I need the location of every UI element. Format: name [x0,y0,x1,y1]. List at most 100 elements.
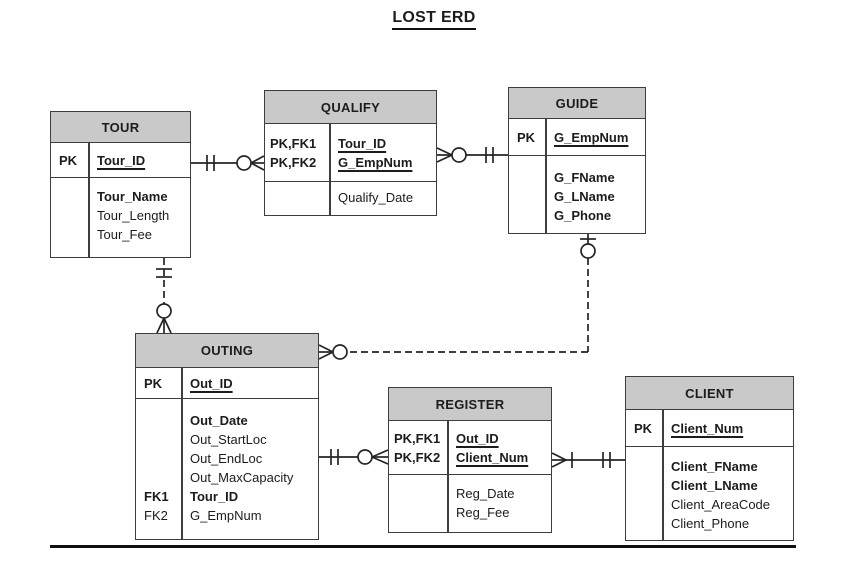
rel-register-client [551,452,625,468]
key-label [136,430,181,449]
attribute-name: Tour_ID [190,489,239,504]
table-row: Qualify_Date [265,188,436,207]
attribute-name: Out_EndLoc [190,451,263,466]
attribute-name: Qualify_Date [338,190,414,205]
attribute-name: Out_Date [190,413,248,428]
entity-tour: TOUR PK Tour_ID Tour_Name Tour_Length To… [50,111,191,258]
key-label: PK,FK1 [270,135,317,151]
entity-guide-title: GUIDE [509,88,645,119]
table-row: PK Tour_ID [51,151,190,170]
entity-outing-attr-section: Out_Date Out_StartLoc Out_EndLoc Out_Max… [136,399,318,539]
table-row: PK Client_Num [626,419,793,438]
table-row: Out_EndLoc [136,449,318,468]
key-label [51,187,88,206]
table-row: PK,FK2 G_EmpNum [265,153,436,172]
entity-guide-attr-section: G_FName G_LName G_Phone [509,156,645,233]
rel-guide-outing [318,234,596,360]
key-label: PK [517,129,536,145]
rel-qualify-guide [436,147,508,163]
attribute-name: G_FName [554,170,615,185]
key-label [265,188,329,207]
entity-register-pk-section: PK,FK1 Out_ID PK,FK2 Client_Num [389,421,551,475]
key-label [136,468,181,487]
attribute-name: Client_FName [671,459,758,474]
attribute-name: G_LName [554,189,615,204]
key-label [389,503,447,522]
attribute-name: G_Phone [554,208,612,223]
rel-tour-qualify [191,155,265,171]
key-label: PK,FK1 [394,430,441,446]
table-row: Out_Date [136,411,318,430]
table-row: Out_StartLoc [136,430,318,449]
entity-client-attr-section: Client_FName Client_LName Client_AreaCod… [626,447,793,540]
table-row: PK,FK1 Out_ID [389,429,551,448]
entity-qualify-attr-section: Qualify_Date [265,182,436,215]
key-label [51,206,88,225]
rel-outing-register [319,449,389,465]
key-label [509,187,545,206]
rel-tour-outing [156,258,172,334]
attribute-name: Client_Num [671,420,744,436]
table-row: PK,FK1 Tour_ID [265,134,436,153]
attribute-name: Client_LName [671,478,758,493]
attribute-name: Client_Num [456,449,529,465]
attribute-name: Client_AreaCode [671,497,771,512]
attribute-name: Out_MaxCapacity [190,470,294,485]
attribute-name: Tour_Fee [97,227,152,242]
attribute-name: Tour_ID [97,152,146,168]
entity-qualify-title: QUALIFY [265,91,436,124]
table-row: Out_MaxCapacity [136,468,318,487]
key-label: PK [634,420,653,436]
table-row: PK Out_ID [136,374,318,393]
table-row: Tour_Name [51,187,190,206]
key-label: FK2 [144,508,168,523]
entity-qualify: QUALIFY PK,FK1 Tour_ID PK,FK2 G_EmpNum Q… [264,90,437,216]
key-label [626,514,662,533]
attribute-name: Tour_Name [97,189,168,204]
key-label: PK [144,375,163,391]
key-label: FK1 [144,489,169,504]
entity-qualify-pk-section: PK,FK1 Tour_ID PK,FK2 G_EmpNum [265,124,436,182]
table-row: Tour_Fee [51,225,190,244]
attribute-name: Reg_Date [456,486,515,501]
entity-tour-title: TOUR [51,112,190,143]
page-title: LOST ERD [392,9,476,30]
key-label: PK,FK2 [270,154,317,170]
table-row: Reg_Fee [389,503,551,522]
entity-tour-pk-section: PK Tour_ID [51,143,190,178]
table-row: PK G_EmpNum [509,128,645,147]
attribute-name: Out_StartLoc [190,432,267,447]
entity-register-title: REGISTER [389,388,551,421]
key-label: PK [59,152,78,168]
table-row: Client_AreaCode [626,495,793,514]
entity-client-title: CLIENT [626,377,793,410]
table-row: Client_Phone [626,514,793,533]
attribute-name: Tour_Length [97,208,170,223]
page-title-wrap: LOST ERD [0,9,868,30]
entity-register-attr-section: Reg_Date Reg_Fee [389,475,551,532]
key-label [51,225,88,244]
entity-outing: OUTING PK Out_ID Out_Date Out_StartLoc O… [135,333,319,540]
key-label [626,457,662,476]
table-row: FK2 G_EmpNum [136,506,318,525]
key-label [136,449,181,468]
key-label [626,476,662,495]
entity-outing-pk-section: PK Out_ID [136,368,318,399]
table-row: Reg_Date [389,484,551,503]
entity-guide-pk-section: PK G_EmpNum [509,119,645,156]
attribute-name: G_EmpNum [190,508,262,523]
key-label: PK,FK2 [394,449,441,465]
entity-client: CLIENT PK Client_Num Client_FName Client… [625,376,794,541]
entity-tour-attr-section: Tour_Name Tour_Length Tour_Fee [51,178,190,257]
table-row: Client_FName [626,457,793,476]
key-label [389,484,447,503]
key-label [626,495,662,514]
attribute-name: Out_ID [190,375,233,391]
attribute-name: Tour_ID [338,135,387,151]
table-row: PK,FK2 Client_Num [389,448,551,467]
entity-client-pk-section: PK Client_Num [626,410,793,447]
table-row: Tour_Length [51,206,190,225]
attribute-name: Client_Phone [671,516,750,531]
key-label [509,206,545,225]
